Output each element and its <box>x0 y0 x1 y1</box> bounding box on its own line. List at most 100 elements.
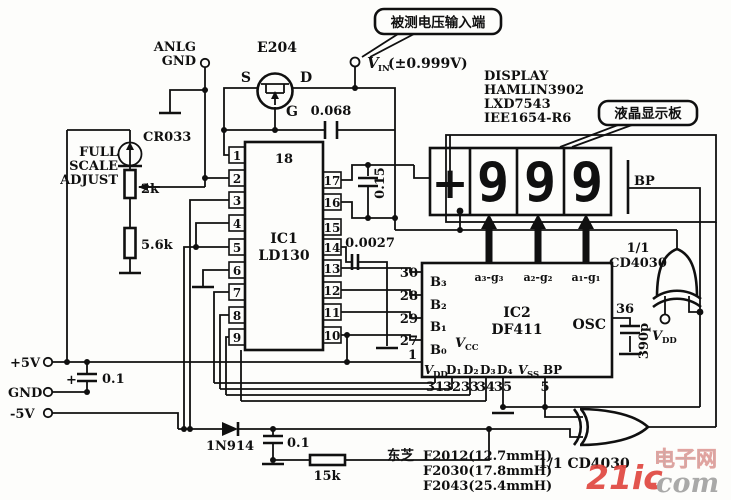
svg-text:B₃: B₃ <box>430 275 447 290</box>
top-gate-part: CD4030 <box>609 256 667 271</box>
terminal-circles <box>42 56 671 419</box>
svg-text:16: 16 <box>324 196 341 210</box>
ic1-right-pin-numbers: 17 16 15 14 13 12 11 10 <box>324 174 341 343</box>
svg-text:1: 1 <box>233 149 241 163</box>
c0027-label: 0.0027 <box>345 236 395 251</box>
vin-sub: IN <box>378 64 390 74</box>
ic2-input-labels: B₃ B₂ B₁ B₀ <box>430 275 447 358</box>
r56k-label: 5.6k <box>141 238 174 253</box>
svg-text:14: 14 <box>324 241 341 255</box>
display-digit-3: 9 <box>571 151 604 214</box>
r15k-label: 15k <box>313 469 341 484</box>
c390-label: 390p <box>637 323 652 359</box>
svg-text:5: 5 <box>540 380 549 395</box>
svg-text:29: 29 <box>400 312 418 327</box>
svg-text:D₃: D₃ <box>480 363 496 377</box>
watermark-cn: 电子网 <box>654 447 717 471</box>
svg-text:DD: DD <box>433 370 448 380</box>
full-label: FULL <box>79 145 118 160</box>
svg-text:V: V <box>518 363 529 377</box>
resistor-5k6 <box>123 226 137 260</box>
svg-text:35: 35 <box>494 380 512 395</box>
diode-1n914 <box>222 422 240 436</box>
source-label: S <box>241 70 251 86</box>
callout-lcd-panel <box>559 99 699 148</box>
svg-text:6: 6 <box>233 264 241 278</box>
svg-text:7: 7 <box>233 286 241 300</box>
ic2-df411 <box>420 261 614 379</box>
svg-text:17: 17 <box>324 174 341 188</box>
model-1: F2012(12.7mmH) <box>423 449 552 464</box>
d1n914-label: 1N914 <box>206 439 254 454</box>
c01a-label: 0.1 <box>102 372 125 387</box>
display-info-4: IEE1654-R6 <box>484 111 571 126</box>
display-info-1: DISPLAY <box>484 69 549 84</box>
svg-text:a₁-g₁: a₁-g₁ <box>571 271 600 284</box>
callout-lcd-panel-label: 液晶显示板 <box>614 105 682 122</box>
svg-text:28: 28 <box>400 289 418 304</box>
svg-text:a₃-g₃: a₃-g₃ <box>474 271 503 284</box>
display-info-3: LXD7543 <box>484 97 551 112</box>
watermark-dot: . <box>648 458 661 497</box>
lcd-display <box>428 134 717 223</box>
svg-text:31: 31 <box>426 380 444 395</box>
watermark-com: com <box>656 468 719 499</box>
top-gate-vdd: V <box>652 329 664 344</box>
junction-dots <box>64 85 704 463</box>
minus5v-label: -5V <box>10 407 35 422</box>
top-gate-vdd-sub: DD <box>662 336 677 346</box>
ic2-osc: OSC <box>573 317 606 333</box>
display-digit-1: 9 <box>477 151 510 214</box>
svg-text:11: 11 <box>324 306 341 320</box>
model-2: F2030(17.8mmH) <box>423 464 552 479</box>
ic1-ld130 <box>228 140 342 352</box>
c01b-label: 0.1 <box>287 436 310 451</box>
ic2-vcc-sub: CC <box>465 343 479 353</box>
bp-label: BP <box>634 174 655 189</box>
brand-label: 东芝 <box>387 447 414 464</box>
display-digit-2: 9 <box>524 151 557 214</box>
adjust-label: ADJUST <box>59 173 118 188</box>
svg-text:34: 34 <box>477 380 495 395</box>
capacitor-015 <box>358 176 378 188</box>
ic2-part: DF411 <box>491 322 542 338</box>
ic2-bottom-pin-numbers: 31 32 33 34 35 5 <box>426 380 550 395</box>
ic1-part: LD130 <box>258 248 309 264</box>
model-3: F2043(25.4mmH) <box>423 479 552 494</box>
display-info-2: HAMLIN3902 <box>484 83 584 98</box>
svg-text:33: 33 <box>461 380 479 395</box>
watermark-21ic: 21ic <box>586 458 663 497</box>
ground-symbols <box>119 111 641 466</box>
anlg-label: ANLG <box>153 40 196 55</box>
svg-text:10: 10 <box>324 329 341 343</box>
capacitor-01-power <box>77 372 97 383</box>
capacitor-0068 <box>323 121 339 139</box>
vin-range: (±0.999V) <box>388 56 468 72</box>
xor-gate-bottom <box>572 407 650 447</box>
svg-text:5: 5 <box>233 241 241 255</box>
svg-text:SS: SS <box>527 370 539 380</box>
svg-text:BP: BP <box>543 363 562 377</box>
capacitor-390p <box>620 324 640 335</box>
svg-text:27: 27 <box>400 334 418 349</box>
top-gate-fraction: 1/1 <box>627 241 650 256</box>
svg-text:V: V <box>424 363 435 377</box>
svg-text:12: 12 <box>324 284 341 298</box>
ic1-pin18: 18 <box>275 152 293 167</box>
bottom-gate-label: 1/1 CD4030 <box>538 456 630 472</box>
drain-label: D <box>300 70 312 86</box>
gate-label: G <box>286 104 298 120</box>
ic2-seg-bus-labels: a₃-g₃ a₂-g₂ a₁-g₁ <box>474 271 600 284</box>
transistor-e204 <box>256 72 294 110</box>
scale-label: SCALE <box>69 159 118 174</box>
vin-label: V <box>367 54 380 72</box>
svg-text:a₂-g₂: a₂-g₂ <box>523 271 552 284</box>
svg-text:B₂: B₂ <box>430 298 447 313</box>
svg-text:9: 9 <box>233 331 241 345</box>
ic2-name: IC2 <box>503 305 530 321</box>
ic1-left-pin-numbers: 1 2 3 4 5 6 7 8 9 <box>233 149 241 345</box>
ic1-name: IC1 <box>270 231 297 247</box>
svg-text:D₂: D₂ <box>463 363 479 377</box>
